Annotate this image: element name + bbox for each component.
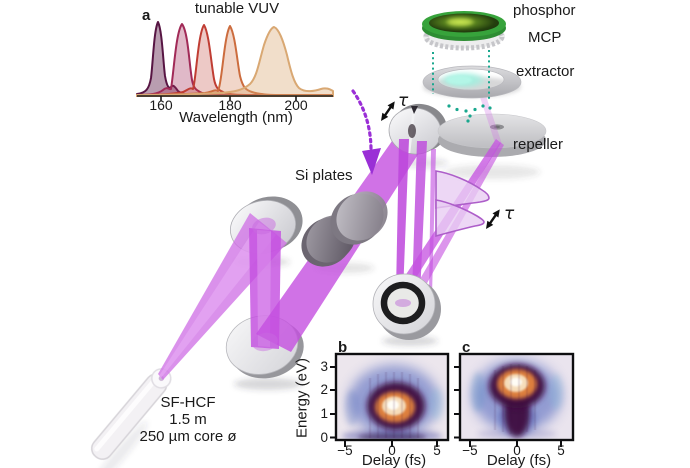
- heatmap-c: [454, 352, 575, 447]
- phosphor-label: phosphor: [513, 2, 576, 19]
- panel-a-xlabel: Wavelength (nm): [179, 109, 293, 126]
- fiber-label-line2: 1.5 m: [169, 410, 207, 428]
- tau-label-top: τ: [398, 91, 409, 111]
- inset-x-axis: [137, 95, 333, 101]
- panel-b-xtick-0: 0: [388, 443, 396, 458]
- panel-b-ytick-1: 1: [320, 406, 328, 421]
- tau-label-bottom: τ: [504, 204, 515, 224]
- panel-c-xlabel: Delay (fs): [486, 452, 552, 468]
- heatmap-b: [330, 352, 450, 447]
- fiber-label-line3: 250 µm core ø: [139, 427, 237, 445]
- si-plates-label: Si plates: [295, 167, 353, 184]
- panel-b-xtick-neg5: −5: [337, 443, 353, 458]
- panel-a-label: a: [142, 7, 151, 24]
- vuv-spectra-plot: [136, 21, 334, 101]
- panel-b-xlabel: Delay (fs): [361, 452, 427, 468]
- panel-b-ytick-2: 2: [320, 382, 328, 397]
- repeller-disk: [437, 113, 547, 157]
- panel-c-xtick-5: 5: [557, 443, 565, 458]
- panel-a-xtick-160: 160: [149, 97, 173, 113]
- si-plates: [301, 191, 388, 267]
- panel-b-ytick-3: 3: [320, 359, 328, 374]
- tau-arrow-top: [381, 101, 395, 121]
- panel-a-title: tunable VUV: [194, 0, 280, 17]
- panel-c-xtick-neg5: −5: [462, 443, 478, 458]
- panel-c-label: c: [462, 339, 471, 356]
- panel-c-xtick-0: 0: [513, 443, 521, 458]
- phosphor-screen: [422, 11, 506, 41]
- panel-a-xtick-200: 200: [284, 97, 308, 113]
- dashed-arrow: [351, 89, 381, 175]
- tau-arrow-bottom: [486, 209, 500, 229]
- mcp-label: MCP: [528, 29, 562, 46]
- repeller-label: repeller: [513, 136, 564, 153]
- teal-dotted-field-lines: [432, 50, 492, 123]
- extractor-label: extractor: [516, 63, 575, 80]
- extractor-ring: [422, 65, 522, 99]
- fiber-label: SF-HCF 1.5 m 250 µm core ø: [139, 394, 237, 445]
- panel-b-ytick-0: 0: [320, 430, 328, 445]
- pulse-envelopes: [435, 170, 490, 238]
- panel-b-xtick-5: 5: [433, 443, 441, 458]
- panel-b-ylabel: Energy (eV): [293, 357, 311, 439]
- fiber-label-line1: SF-HCF: [160, 394, 216, 411]
- panel-a-xtick-180: 180: [218, 97, 242, 113]
- annular-focusing-mirror: [372, 273, 441, 340]
- panel-b-label: b: [338, 339, 348, 356]
